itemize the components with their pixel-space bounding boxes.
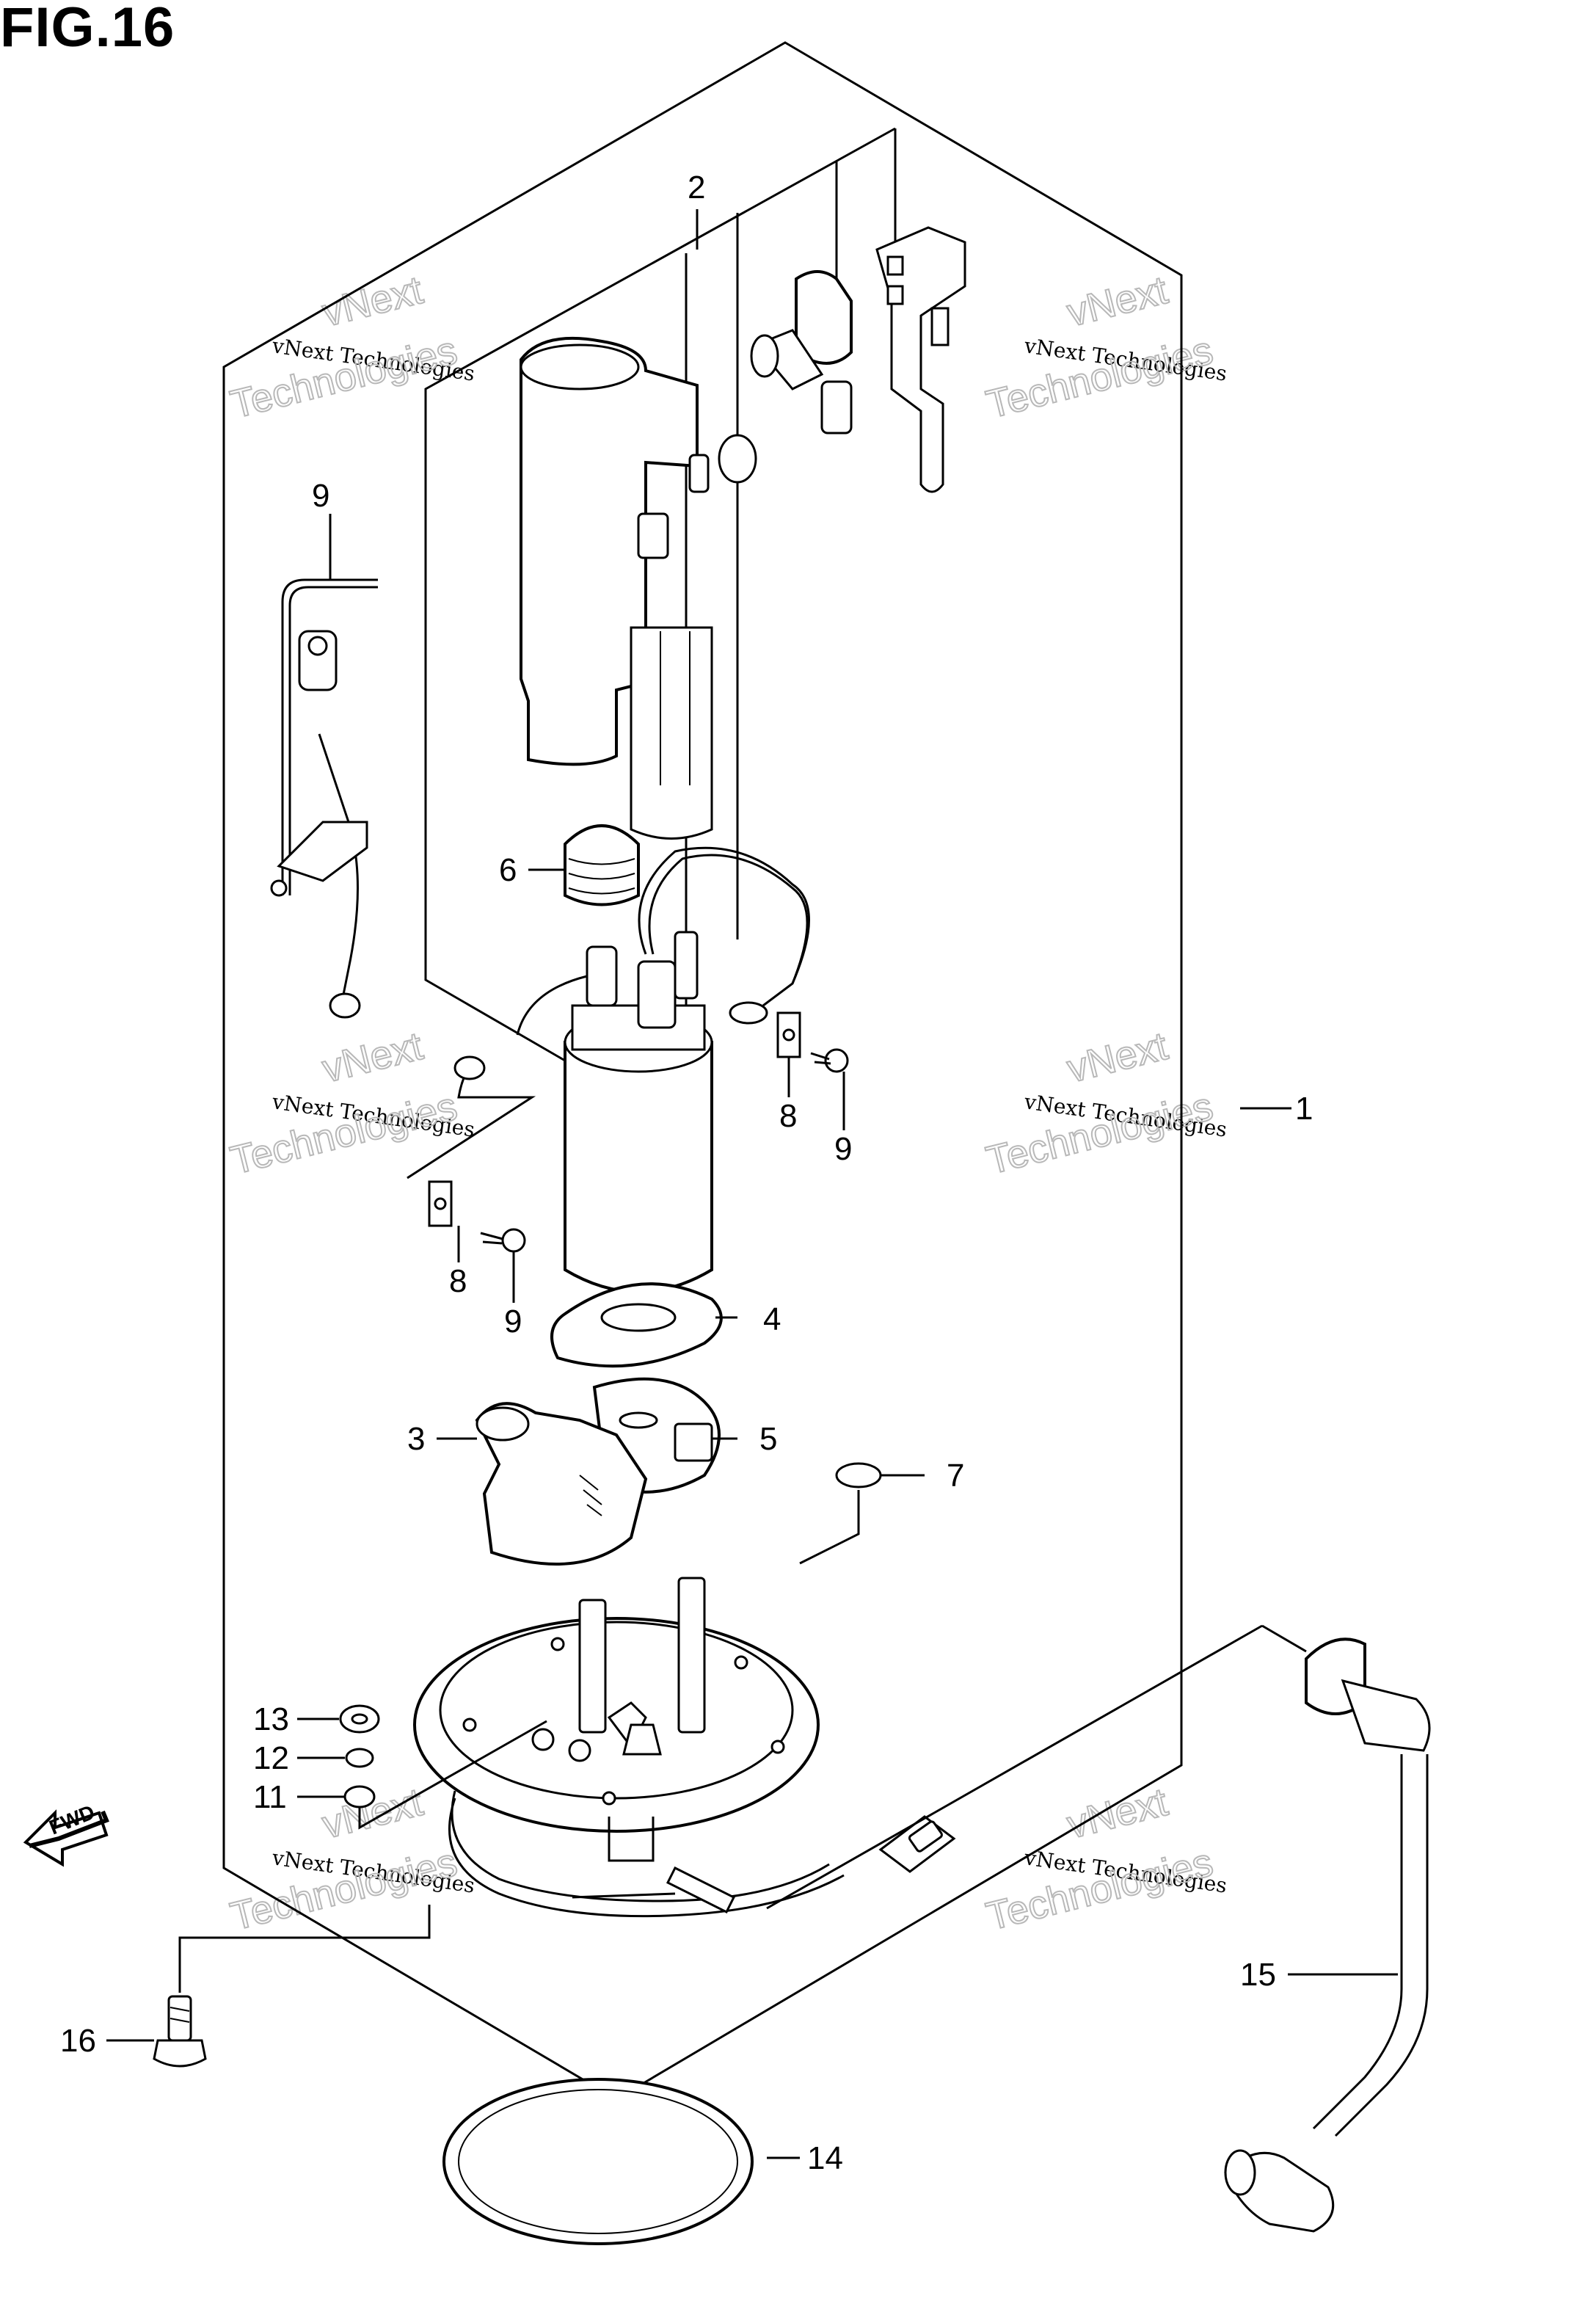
- callout-6: 6: [499, 852, 517, 888]
- callout-9-upper: 9: [834, 1131, 852, 1167]
- svg-text:vNext: vNext: [318, 1024, 426, 1091]
- spring-strainer: [564, 824, 640, 906]
- fwd-arrow: FWD: [23, 1800, 109, 1867]
- svg-text:vNext: vNext: [318, 268, 426, 335]
- plate-lower: [428, 1180, 453, 1227]
- screw-lower: [480, 1228, 526, 1253]
- clip-bracket: [875, 226, 966, 493]
- flange-gasket: [442, 2078, 754, 2245]
- callout-8a: 8: [779, 1098, 797, 1134]
- pressure-regulator: [750, 270, 853, 435]
- callout-7: 7: [947, 1458, 964, 1494]
- harness-connector: [878, 1815, 956, 1873]
- callout-2: 2: [688, 170, 705, 206]
- callout-15: 15: [1240, 1957, 1276, 1993]
- leader-lines: [106, 209, 1398, 2159]
- callout-12: 12: [253, 1740, 289, 1776]
- callout-11: 11: [253, 1779, 287, 1815]
- o-ring-small: [718, 434, 757, 484]
- o-ring-part7: [835, 1462, 882, 1488]
- pump-flange-plate: [413, 1577, 820, 1862]
- flange-bolt: [153, 1995, 207, 2068]
- callout-4: 4: [763, 1301, 781, 1337]
- svg-text:vNext: vNext: [318, 1780, 426, 1847]
- svg-text:vNext: vNext: [1063, 1780, 1171, 1847]
- callout-8-lower: 8: [449, 1263, 467, 1299]
- callout-10: 9: [312, 478, 329, 514]
- callout-13: 13: [253, 1701, 289, 1737]
- watermark-mid-right: vNext vNext Technologies Technologies: [981, 1023, 1228, 1184]
- screw-upper: [810, 1048, 849, 1073]
- watermark-top-right: vNext vNext Technologies Technologies: [981, 267, 1228, 428]
- figure-title: FIG.16: [0, 0, 175, 59]
- washer-12: [345, 1748, 374, 1768]
- fuel-hose: [1224, 1637, 1431, 2233]
- callout-9-lower: 9: [504, 1304, 522, 1339]
- pump-holder-ring: [550, 1282, 723, 1368]
- callout-1: 1: [1295, 1091, 1313, 1127]
- callout-3: 3: [407, 1421, 425, 1457]
- callout-14: 14: [807, 2140, 843, 2176]
- watermark-mid-left: vNext vNext Technologies Technologies: [225, 1023, 476, 1184]
- washer-11: [343, 1785, 376, 1808]
- insulator-cushion: [475, 1402, 648, 1566]
- watermark-bottom-right: vNext vNext Technologies Technologies: [981, 1779, 1228, 1940]
- svg-text:vNext: vNext: [1063, 1024, 1171, 1091]
- fuel-filter-housing: [520, 336, 713, 840]
- callout-5: 5: [759, 1421, 777, 1457]
- fuel-pump: [516, 846, 810, 1293]
- watermark-top-left: vNext vNext Technologies Technologies: [225, 267, 476, 428]
- sensor-harness: [270, 578, 378, 1019]
- svg-text:vNext: vNext: [1063, 268, 1171, 335]
- subassembly-bracket: [424, 127, 896, 1062]
- callout-16: 16: [60, 2023, 96, 2059]
- nut-13: [339, 1704, 380, 1734]
- plate-upper: [776, 1011, 801, 1058]
